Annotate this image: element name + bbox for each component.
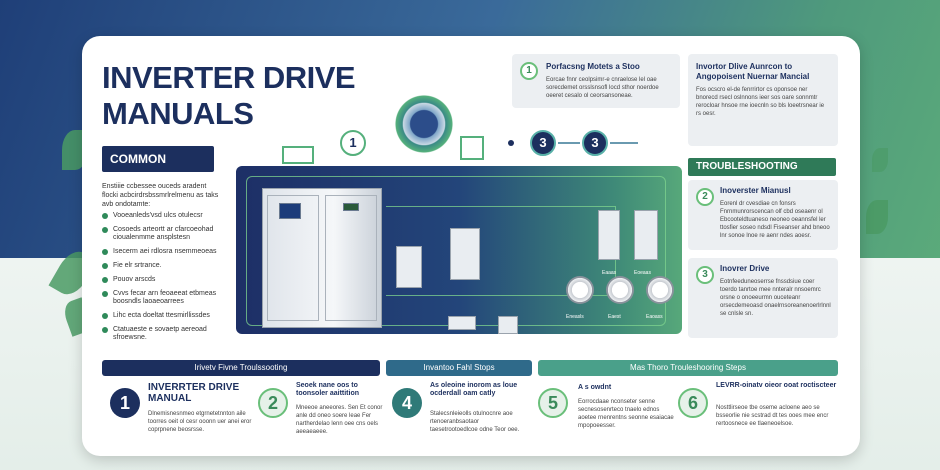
hero-step-badge: 3 <box>530 130 556 156</box>
control-board-icon <box>282 146 314 164</box>
hero-label: Eaest <box>608 314 621 320</box>
step-number-badge: 5 <box>538 388 568 418</box>
gauge-icon <box>566 276 594 304</box>
control-panel-icon <box>396 246 422 288</box>
list-item: Lihc ecta doeltat ttesmirllissdes <box>102 312 232 320</box>
bullet-icon <box>102 327 108 333</box>
cabinet-door <box>325 195 377 321</box>
list-item: Fie elr srtrance. <box>102 262 232 270</box>
cabinet-door <box>267 195 319 321</box>
connector-line <box>558 142 580 144</box>
gauge-icon <box>606 276 634 304</box>
gear-icon <box>392 92 456 156</box>
bullet-icon <box>102 291 108 297</box>
step-text: Eorrocdaae nconseter senne secnesosenrte… <box>578 399 674 429</box>
bullet-icon <box>102 313 108 319</box>
title-line-1: INVERTER DRIVE <box>102 60 356 95</box>
troubleshooting-item-title: Inovrer Drive <box>720 264 770 273</box>
bullet-icon <box>102 249 108 255</box>
list-item: Cvvs fecar arn feoaeeat etbmeas boosndls… <box>102 290 232 306</box>
troubleshooting-heading: TROUBLESHOOTING <box>688 158 836 176</box>
infographic-card: INVERTER DRIVE MANUALS COMMON FAULTS Ens… <box>82 36 860 456</box>
inverter-cabinet-icon <box>262 188 382 328</box>
step-number-badge: 6 <box>678 388 708 418</box>
step-text: Stalecsnleieolls otulnocnre aoe rtenoera… <box>430 411 520 433</box>
hero-label: Eaoass <box>646 314 663 320</box>
hero-step-badge: 1 <box>340 130 366 156</box>
connector-line <box>610 142 638 144</box>
leaf-decoration-right-2 <box>872 148 888 172</box>
troubleshooting-item: 3 Inovrer Drive Eotnfeeduneoserrse fnssd… <box>688 258 838 338</box>
common-faults-heading: COMMON FAULTS <box>102 146 214 192</box>
connector-dot-icon <box>508 140 514 146</box>
step-number-badge: 1 <box>110 388 140 418</box>
breaker-icon <box>448 316 476 330</box>
top-note-box: 1 Porfacsng Motets a Stoo Eorcae fnnr ce… <box>512 54 680 108</box>
step-number-badge: 3 <box>696 266 714 284</box>
right-note-body: Fos ocscro el-de fenrrirtor cs oponsoe n… <box>696 87 825 117</box>
troubleshooting-item-title: Inoverster Mianusl <box>720 186 791 195</box>
step-title: INVERRTER DRIVE MANUAL <box>148 382 240 404</box>
hero-label: Eneasls <box>566 314 584 320</box>
section-bar: Mas Thoro Trouleshooring Steps <box>538 360 838 376</box>
bullet-icon <box>102 277 108 283</box>
hero-label: Eoeaas <box>634 270 651 276</box>
section-bar: Irivetv Fivne Troulssooting <box>102 360 380 376</box>
cabinet-display <box>343 203 359 211</box>
step-title: LEVRR-oinatv oieor ooat roctiscteer <box>716 382 837 389</box>
gauge-icon <box>646 276 674 304</box>
cabinet-display <box>279 203 301 219</box>
list-item: Ctatuaeste e sovaetp aereoad sfroewsne. <box>102 326 232 342</box>
troubleshooting-item-body: Eorenl dr cvesdiae cn fonsrs Fnrnmunrors… <box>720 201 830 239</box>
list-item: Isecerm aei rdlosra nsemmeoeas <box>102 248 232 256</box>
step-text: Dlnemisnesnmeo etgrnetetnnton aile toorr… <box>148 411 252 433</box>
terminal-block-icon <box>498 316 518 334</box>
step-title: Seoek nane oos to toonsoler aaittition <box>296 382 359 397</box>
meter-panel-icon <box>598 210 620 260</box>
meter-panel-icon <box>634 210 658 260</box>
troubleshooting-item-body: Eotnfeeduneoserrse fnssdsiue coer toerdo… <box>720 279 831 317</box>
hero-step-badge: 3 <box>582 130 608 156</box>
step-number-badge: 2 <box>696 188 714 206</box>
list-item: Cosoeds arteortt ar cfarcoeohad cioualen… <box>102 226 232 242</box>
step-text: Nosttlirseoe tbe oseme acloene aeo se bs… <box>716 405 829 427</box>
list-item: Vooeanleds'vsd ulcs otulecsr <box>102 212 232 220</box>
puzzle-module-icon <box>460 136 484 160</box>
title-line-2: MANUALS <box>102 96 254 131</box>
inverter-illustration: Eneasls Eaest Eaoass Eaaas Eoeaas <box>236 166 682 334</box>
list-item: Pouov arscds <box>102 276 232 284</box>
step-title: A s owdnt <box>578 384 612 391</box>
step-number-badge: 1 <box>520 62 538 80</box>
bullet-icon <box>102 227 108 233</box>
drive-module-icon <box>450 228 480 280</box>
bullet-icon <box>102 263 108 269</box>
step-number-badge: 2 <box>258 388 288 418</box>
section-bar: Invantoo Fahl Stops <box>386 360 532 376</box>
leaf-decoration-right-1 <box>866 200 888 234</box>
step-text: Mneeoe aneeores. Sen Et conor anle dd on… <box>296 405 383 435</box>
common-faults-intro: Enstiiie ccbessee ouceds aradent flocki … <box>102 183 219 208</box>
top-note-title: Porfacsng Motets a Stoo <box>546 62 640 71</box>
top-note-body: Eorcae fnnr ceolpsimr-e cnraelose lel oa… <box>546 77 659 99</box>
bullet-icon <box>102 213 108 219</box>
right-note-box: Invortor Dlive Aunrcon to Angopoisent Nu… <box>688 54 838 146</box>
hero-label: Eaaas <box>602 270 617 276</box>
right-note-title: Invortor Dlive Aunrcon to Angopoisent Nu… <box>696 62 810 81</box>
step-number-badge: 4 <box>392 388 422 418</box>
common-faults-list: Vooeanleds'vsd ulcs otulecsr Cosoeds art… <box>102 212 232 348</box>
page-title: INVERTER DRIVE MANUALS <box>102 60 362 132</box>
troubleshooting-item: 2 Inoverster Mianusl Eorenl dr cvesdiae … <box>688 180 838 250</box>
step-title: As oleoine inorom as loue ocderdall oam … <box>430 382 518 397</box>
